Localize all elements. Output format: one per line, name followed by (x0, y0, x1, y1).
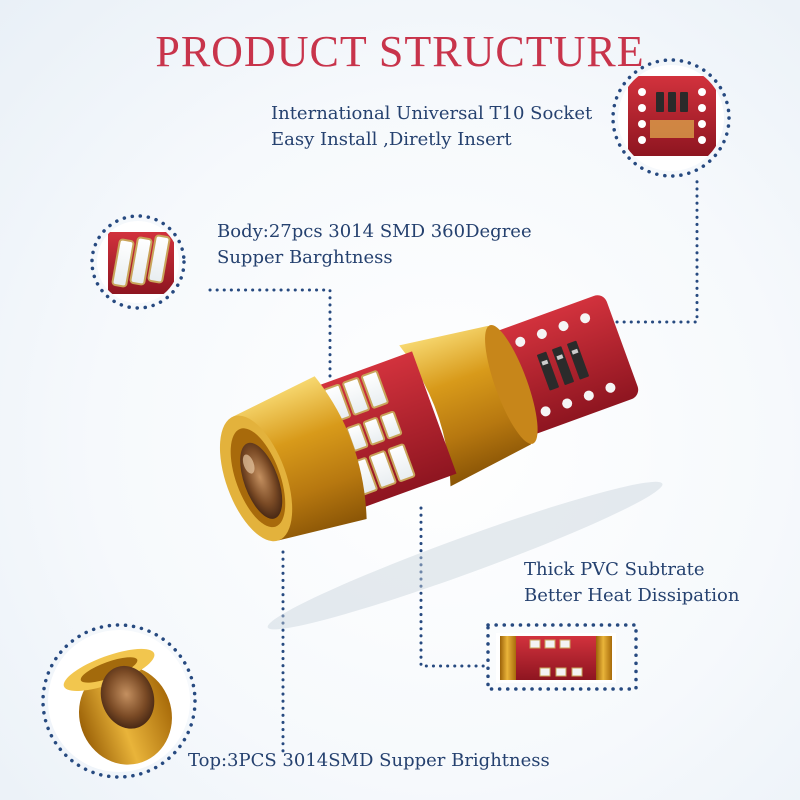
top-callout-text: Top:3PCS 3014SMD Supper Brightness (188, 748, 550, 774)
top-callout-line1: Top:3PCS 3014SMD Supper Brightness (188, 750, 550, 771)
top-inset-ring (41, 623, 197, 779)
socket-callout-line2: Easy Install ,Diretly Insert (271, 129, 512, 150)
socket-callout-text: International Universal T10 Socket Easy … (271, 101, 592, 153)
substrate-inset (486, 623, 638, 691)
body-callout-line1: Body:27pcs 3014 SMD 360Degree (217, 221, 532, 242)
substrate-inset-frame (486, 623, 638, 691)
t10-bulb (219, 295, 663, 630)
socket-callout-line1: International Universal T10 Socket (271, 103, 593, 124)
substrate-callout-line1: Thick PVC Subtrate (524, 559, 705, 580)
substrate-callout-line2: Better Heat Dissipation (524, 585, 740, 606)
body-inset-ring (90, 214, 186, 310)
page-title: PRODUCT STRUCTURE (155, 27, 645, 76)
substrate-leader-line (419, 506, 488, 668)
top-inset (41, 623, 197, 779)
body-callout-text: Body:27pcs 3014 SMD 360Degree Supper Bar… (217, 219, 532, 271)
socket-inset-ring (611, 58, 731, 178)
socket-inset (611, 58, 731, 178)
socket-leader-line (615, 176, 699, 324)
leader-lines (208, 176, 699, 756)
substrate-callout-text: Thick PVC Subtrate Better Heat Dissipati… (524, 557, 739, 609)
body-leader-line (208, 288, 332, 410)
body-inset (90, 214, 186, 310)
body-callout-line2: Supper Barghtness (217, 247, 393, 268)
